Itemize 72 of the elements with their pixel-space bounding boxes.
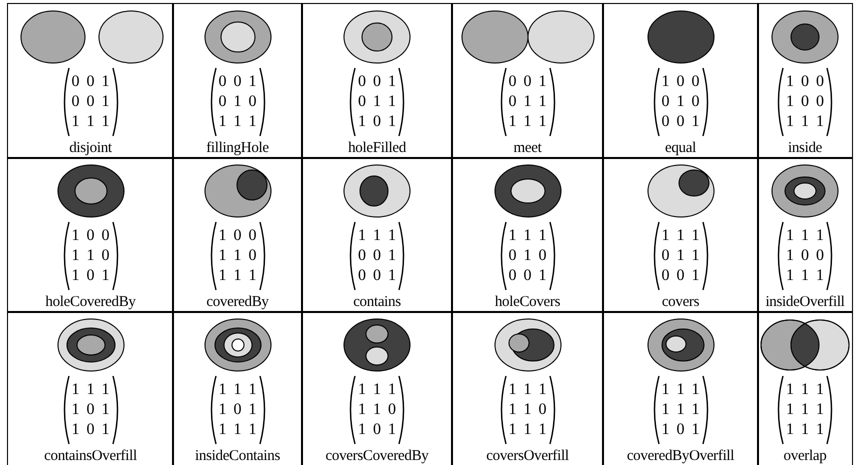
matrix-row: 1 0 1 xyxy=(72,420,110,440)
matrix-row: 0 1 0 xyxy=(662,92,700,112)
matrix-row: 1 1 0 xyxy=(72,246,110,266)
relation-name: holeCoveredBy xyxy=(45,293,136,312)
matrix-row: 0 0 1 xyxy=(508,72,546,92)
matrix-row: 1 0 0 xyxy=(786,92,824,112)
matrix-row: 0 0 1 xyxy=(662,112,700,132)
matrix-row: 1 1 1 xyxy=(662,400,700,420)
matrix-row: 0 0 1 xyxy=(72,72,110,92)
matrix-row: 1 0 0 xyxy=(786,246,824,266)
matrix-row: 1 1 1 xyxy=(786,400,824,420)
matrix-row: 1 1 1 xyxy=(508,226,546,246)
relation-name: fillingHole xyxy=(206,139,269,158)
relation-name: equal xyxy=(665,139,696,158)
matrix-row: 1 1 1 xyxy=(72,112,110,132)
matrix-row: 0 0 1 xyxy=(358,72,396,92)
matrix-row: 1 1 0 xyxy=(358,400,396,420)
relation-name: disjoint xyxy=(69,139,112,158)
matrix-row: 1 1 1 xyxy=(358,226,396,246)
relation-name: inside xyxy=(788,139,822,158)
matrix-row: 1 0 1 xyxy=(72,400,110,420)
matrix-row: 1 1 1 xyxy=(218,420,256,440)
matrix-row: 1 1 1 xyxy=(218,266,256,286)
relation-name: coversOverfill xyxy=(486,447,569,465)
matrix-row: 1 1 1 xyxy=(508,380,546,400)
matrix-row: 0 0 1 xyxy=(508,266,546,286)
matrix-row: 1 0 0 xyxy=(218,226,256,246)
matrix-row: 0 0 1 xyxy=(218,72,256,92)
relation-name: overlap xyxy=(784,447,826,465)
matrix-row: 1 1 0 xyxy=(508,400,546,420)
matrix-row: 1 1 1 xyxy=(508,420,546,440)
matrix-row: 1 1 1 xyxy=(508,112,546,132)
matrix-row: 1 1 1 xyxy=(786,112,824,132)
matrix-row: 1 0 1 xyxy=(218,400,256,420)
relation-name: insideContains xyxy=(195,447,280,465)
matrix-row: 1 0 1 xyxy=(358,112,396,132)
relation-name: contains xyxy=(353,293,401,312)
matrix-row: 0 1 1 xyxy=(508,92,546,112)
matrix-row: 0 1 0 xyxy=(218,92,256,112)
matrix-row: 1 1 1 xyxy=(218,380,256,400)
relation-name: containsOverfill xyxy=(44,447,137,465)
relation-name: coveredBy xyxy=(206,293,269,312)
matrix-row: 1 1 1 xyxy=(786,226,824,246)
matrix-row: 1 1 1 xyxy=(662,226,700,246)
matrix-row: 1 1 1 xyxy=(662,380,700,400)
matrix-row: 1 1 0 xyxy=(218,246,256,266)
matrix-row: 1 0 1 xyxy=(358,420,396,440)
matrix-row: 1 0 1 xyxy=(72,266,110,286)
matrix-row: 1 0 0 xyxy=(662,72,700,92)
matrix-row: 1 1 1 xyxy=(786,380,824,400)
matrix-row: 0 1 0 xyxy=(508,246,546,266)
matrix-row: 1 0 0 xyxy=(786,72,824,92)
matrix-row: 0 0 1 xyxy=(358,266,396,286)
relation-name: coversCoveredBy xyxy=(326,447,428,465)
matrix-row: 1 1 1 xyxy=(72,380,110,400)
matrix-row: 1 1 1 xyxy=(786,420,824,440)
relation-name: meet xyxy=(514,139,542,158)
matrix-row: 1 0 1 xyxy=(662,420,700,440)
matrix-row: 1 0 0 xyxy=(72,226,110,246)
relation-name: holeFilled xyxy=(348,139,406,158)
matrix-row: 1 1 1 xyxy=(358,380,396,400)
matrix-row: 0 1 1 xyxy=(662,246,700,266)
matrix-row: 1 1 1 xyxy=(218,112,256,132)
matrix-row: 0 0 1 xyxy=(358,246,396,266)
matrix-row: 0 1 1 xyxy=(358,92,396,112)
relation-name: covers xyxy=(662,293,700,312)
relation-name: insideOverfill xyxy=(765,293,845,312)
relation-name: coveredByOverfill xyxy=(626,447,734,465)
matrix-row: 1 1 1 xyxy=(786,266,824,286)
matrix-row: 0 0 1 xyxy=(72,92,110,112)
relation-name: holeCovers xyxy=(494,293,560,312)
matrix-row: 0 0 1 xyxy=(662,266,700,286)
